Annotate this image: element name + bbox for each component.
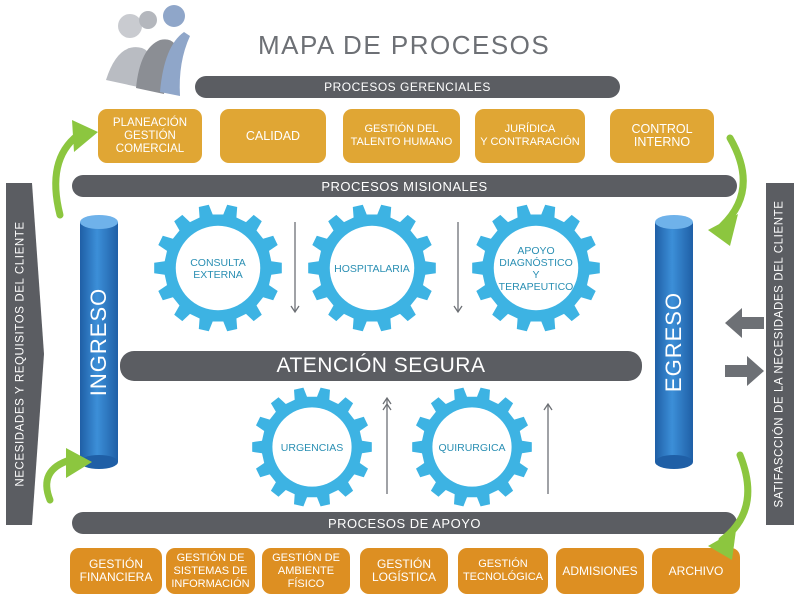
gear-center xyxy=(329,225,415,311)
gear-center xyxy=(432,407,512,487)
ingreso-cylinder xyxy=(80,215,118,469)
gerencial-box-calidad[interactable]: CALIDAD xyxy=(220,109,326,163)
people-logo-icon xyxy=(106,5,190,96)
curved-arrow-head-br xyxy=(708,530,736,560)
gear-label-line: URGENCIAS xyxy=(281,442,343,454)
satisfaccion-side-bar: SATIFASCCIÓN DE LA NECESIDADES DEL CLIEN… xyxy=(766,183,794,525)
gear-label-line: EXTERNA xyxy=(193,269,243,281)
procesos-misionales-bar: PROCESOS MISIONALES xyxy=(72,175,737,197)
gear-hospitalaria[interactable]: HOSPITALARIA xyxy=(308,204,436,332)
gear-quirurgica[interactable]: QUIRURGICA xyxy=(412,387,532,507)
gear-label-line: CONSULTA xyxy=(190,257,246,269)
arrow-right-icon xyxy=(725,356,764,386)
apoyo-box-sistemas[interactable]: GESTIÓN DE SISTEMAS DE INFORMACIÓN xyxy=(166,548,255,594)
procesos-apoyo-bar: PROCESOS DE APOYO xyxy=(72,512,737,534)
gear-center xyxy=(493,225,579,311)
gear-label-line: DIAGNÓSTICO xyxy=(499,256,573,269)
atencion-segura-bar: ATENCIÓN SEGURA xyxy=(120,351,642,381)
curved-arrow-head-tr xyxy=(708,214,738,246)
gear-label-line: QUIRURGICA xyxy=(438,442,505,454)
gear-urgencias[interactable]: URGENCIAS xyxy=(252,387,372,507)
curved-arrow-head-bl xyxy=(66,448,92,478)
curved-arrow-head-tl xyxy=(72,120,98,152)
curved-arrow-icon xyxy=(43,131,752,544)
gerencial-box-planeacion[interactable]: PLANEACIÓN GESTIÓN COMERCIAL xyxy=(98,109,202,163)
up-arrow-2 xyxy=(543,402,553,494)
apoyo-box-admisiones[interactable]: ADMISIONES xyxy=(556,548,644,594)
gear-label-line: APOYO xyxy=(517,245,554,257)
apoyo-box-financiera[interactable]: GESTIÓN FINANCIERA xyxy=(70,548,162,594)
egreso-cylinder xyxy=(655,215,693,469)
page-title: MAPA DE PROCESOS xyxy=(258,30,551,60)
down-arrow-1 xyxy=(290,222,300,314)
gear-label-line: HOSPITALARIA xyxy=(334,263,410,275)
gear-center xyxy=(175,225,261,311)
up-arrow-1b xyxy=(382,396,392,405)
down-arrow-2 xyxy=(453,222,463,314)
arrow-left-icon xyxy=(725,308,764,338)
gerencial-box-talento-humano[interactable]: GESTIÓN DEL TALENTO HUMANO xyxy=(343,109,460,163)
procesos-gerenciales-bar: PROCESOS GERENCIALES xyxy=(195,76,620,98)
gear-center xyxy=(272,407,352,487)
gear-label-line: TERAPEUTICO xyxy=(499,281,574,293)
atencion-segura-label: ATENCIÓN SEGURA xyxy=(276,354,486,377)
gear-label-line: Y xyxy=(532,269,539,281)
gerencial-box-control-interno[interactable]: CONTROL INTERNO xyxy=(610,109,714,163)
apoyo-box-logistica[interactable]: GESTIÓN LOGÍSTICA xyxy=(360,548,448,594)
procesos-gerenciales-label: PROCESOS GERENCIALES xyxy=(324,80,491,94)
procesos-apoyo-label: PROCESOS DE APOYO xyxy=(328,515,481,531)
gerencial-box-juridica[interactable]: JURÍDICA Y CONTRARACIÓN xyxy=(475,109,585,163)
procesos-misionales-label: PROCESOS MISIONALES xyxy=(321,178,488,194)
apoyo-box-ambiente[interactable]: GESTIÓN DE AMBIENTE FÍSICO xyxy=(262,548,350,594)
apoyo-box-tecnologica[interactable]: GESTIÓN TECNOLÓGICA xyxy=(458,548,548,594)
necesidades-side-arrow xyxy=(6,183,44,525)
